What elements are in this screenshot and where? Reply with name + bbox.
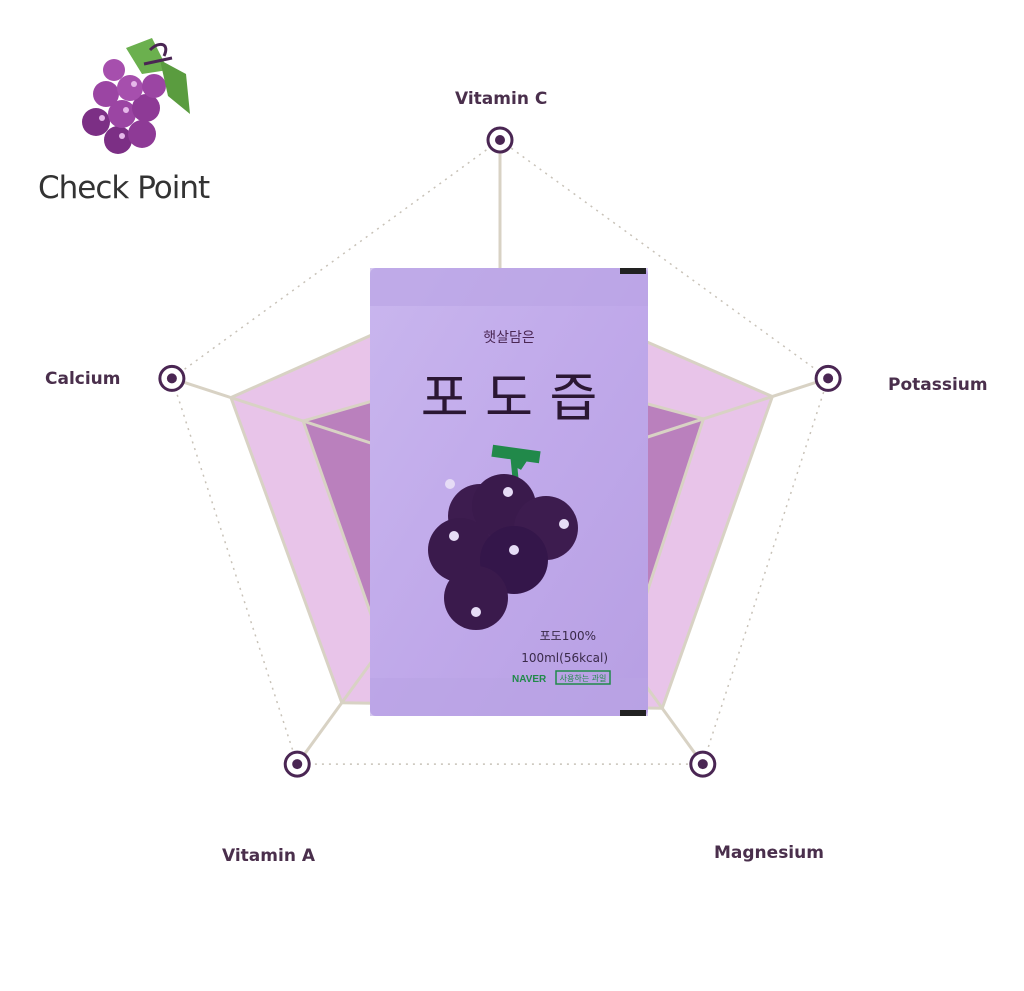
pouch-volume: 100ml(56kcal) <box>521 651 608 665</box>
check-point-title: Check Point <box>38 170 210 206</box>
axis-marker-potassium <box>814 364 842 392</box>
axis-label-vitamin-c: Vitamin C <box>455 89 548 109</box>
grape-logo-icon <box>82 38 190 154</box>
grape-juice-pouch: 햇살담은 포 도 즙 포도100% 100ml(56kcal) NAVER 사용… <box>370 268 648 716</box>
axis-label-calcium: Calcium <box>45 369 121 389</box>
pouch-content: 포도100% <box>540 629 596 643</box>
grape-bunch-icon <box>428 444 578 630</box>
axis-marker-magnesium <box>689 750 717 778</box>
pouch-subtitle: 햇살담은 <box>483 330 535 346</box>
axis-label-potassium: Potassium <box>888 375 988 395</box>
radar-markers <box>158 126 842 778</box>
axis-label-vitamin-a: Vitamin A <box>222 846 316 866</box>
pouch-brand-mark: NAVER <box>512 674 547 685</box>
axis-label-magnesium: Magnesium <box>714 843 824 863</box>
axis-marker-calcium <box>158 364 186 392</box>
radar-grid-outline <box>171 139 829 765</box>
axis-marker-vitamin-c <box>486 126 514 154</box>
radar-grid <box>171 139 829 765</box>
axis-marker-vitamin-a <box>283 750 311 778</box>
pouch-name: 포 도 즙 <box>421 369 598 429</box>
pouch-tag: 사용하는 과일 <box>560 673 607 683</box>
